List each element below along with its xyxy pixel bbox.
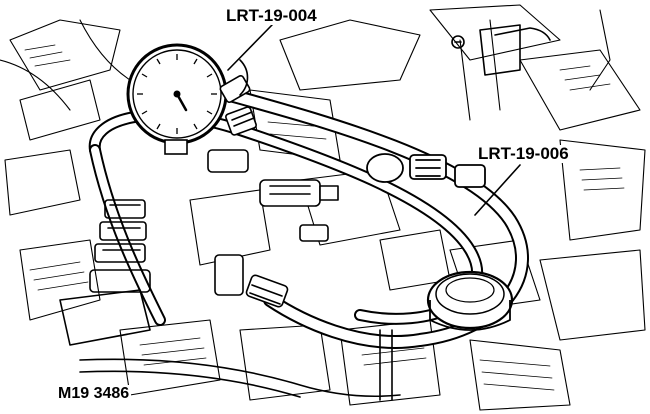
leader-line-hose [474, 164, 521, 216]
hose-tool-label: LRT-19-006 [476, 144, 571, 163]
injector-rail [59, 199, 151, 346]
gauge-coupling [219, 59, 257, 136]
reservoir-cap [426, 270, 514, 331]
t-piece-adaptor [207, 149, 339, 242]
engine-background [0, 4, 646, 411]
gauge-tool-label: LRT-19-004 [224, 6, 319, 25]
leader-line-gauge [227, 24, 273, 71]
lower-pipes [79, 329, 401, 401]
fuel-rail-connector [214, 254, 289, 308]
figure-code: M19 3486 [56, 385, 132, 403]
hose-clamps [366, 153, 486, 188]
pressure-gauge [126, 43, 228, 155]
leader-lines [227, 24, 521, 216]
mounting-bracket [451, 24, 551, 76]
